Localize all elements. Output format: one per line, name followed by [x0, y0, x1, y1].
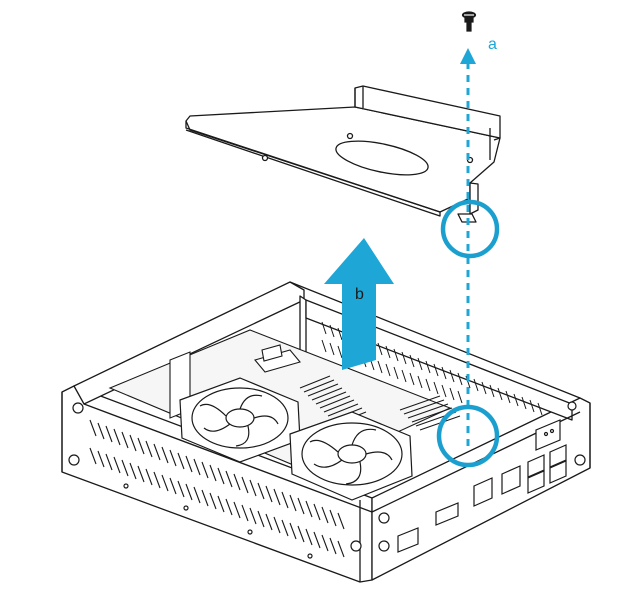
vent-slots-front [89, 419, 345, 558]
hdd-bracket [185, 85, 501, 223]
detail-circle-icon [440, 199, 500, 259]
chassis-screws [68, 402, 362, 559]
screw-icon [461, 11, 477, 32]
io-ports [378, 401, 586, 553]
label-b: b [355, 286, 364, 303]
label-a: a [488, 36, 497, 53]
fan-right [289, 411, 413, 501]
arrow-up-icon [460, 48, 476, 64]
arrow-up-icon [324, 238, 394, 370]
detail-circle-icon [436, 404, 500, 468]
guide-line-a [460, 48, 476, 446]
